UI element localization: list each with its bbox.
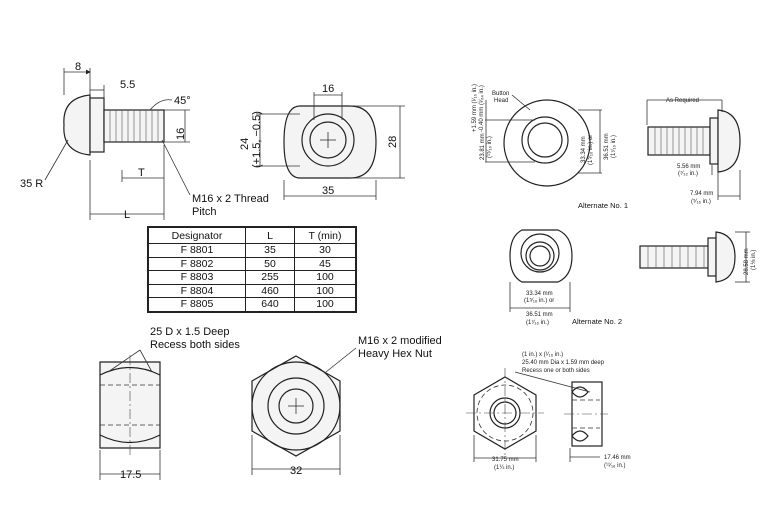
alt1-dim-outer-a-line2: (1⁵⁄₁₆ in.) or — [587, 135, 594, 165]
cell-designator: F 8801 — [147, 243, 246, 258]
alt2-dim-a-line1: 33.34 mm — [526, 291, 553, 297]
alt-nut-dim-front-line1: 31.75 mm — [492, 457, 519, 463]
thread-note-line2: Pitch — [192, 206, 216, 218]
thread-note-line1: M16 x 2 Thread — [192, 193, 269, 205]
cell-L: 640 — [245, 297, 295, 312]
alt-nut-note-line1: (1 in.) x (¹⁄₁₆ in.) — [522, 352, 563, 358]
alt2-dim-b-line1: 36.51 mm — [526, 312, 553, 318]
alt2-dim-head-line2: (1⅛ in.) — [751, 250, 757, 270]
cell-designator: F 8802 — [147, 256, 246, 271]
dim-washer-width: 35 — [322, 185, 334, 197]
alt1-button-head-line1: Button — [492, 91, 509, 97]
nut-note-line2: Heavy Hex Nut — [358, 348, 432, 360]
cell-L: 50 — [245, 256, 295, 271]
dim-angle: 45° — [174, 95, 191, 107]
alt1-dim-outer-b-line2: (1⁷⁄₁₆ in.) — [610, 135, 617, 158]
recess-note-line2: Recess both sides — [150, 339, 240, 351]
alt1-dim-inner-line1: 23.81 mm — [480, 133, 486, 160]
alternate-2-drawing: 33.34 mm (1⁵⁄₁₆ in.) or 36.51 mm (1⁷⁄₁₆ … — [509, 229, 757, 326]
dim-nut-width: 32 — [290, 465, 302, 477]
dim-radius: 35 R — [20, 178, 43, 190]
header-L: L — [245, 226, 295, 244]
alt1-dim-head-line1: 7.94 mm — [690, 191, 713, 197]
left-nut-front-drawing: M16 x 2 modified Heavy Hex Nut 32 — [251, 335, 442, 477]
left-washer-drawing: 16 24 (+1.5, −0.5) 28 35 — [239, 83, 405, 200]
alt1-as-required: As Required — [666, 98, 699, 104]
alt-nut-note-line2: 25.40 mm Dia x 1.59 mm deep — [522, 360, 605, 366]
alt2-dim-head-line1: 28.58 mm — [744, 248, 750, 275]
alt2-caption: Alternate No. 2 — [572, 317, 622, 326]
cell-L: 255 — [245, 270, 295, 285]
alt1-dim-head-line2: (⁵⁄₁₆ in.) — [691, 198, 711, 205]
alt1-tolerance-line2: -0.40 mm (¹⁄₆₄ in.) — [479, 85, 485, 132]
dim-T: T — [138, 167, 145, 179]
dim-diameter: 16 — [175, 128, 187, 140]
left-bolt-drawing: 8 5.5 45° 16 35 R T L M16 x 2 Thread Pit… — [20, 61, 269, 221]
alt1-dim-shoulder-line1: 5.56 mm — [677, 164, 700, 170]
alt1-dim-outer-b-line1: 36.51 mm — [604, 133, 610, 160]
dim-washer-slot-tolerance: (+1.5, −0.5) — [251, 111, 263, 168]
dim-washer-hole: 16 — [322, 83, 334, 95]
alt1-tolerance-line1: +1.59 mm (¹⁄₁₆ in.) — [472, 84, 478, 132]
dim-washer-height: 28 — [387, 136, 399, 148]
alt-nut-dim-front-line2: (1¼ in.) — [494, 465, 514, 471]
alternate-nut-drawing: (1 in.) x (¹⁄₁₆ in.) 25.40 mm Dia x 1.59… — [466, 352, 631, 471]
alternate-1-drawing: +1.59 mm (¹⁄₁₆ in.) -0.40 mm (¹⁄₆₄ in.) … — [472, 84, 741, 210]
nut-note-line1: M16 x 2 modified — [358, 335, 442, 347]
dim-shoulder: 5.5 — [120, 79, 135, 91]
alt2-dim-b-line2: (1⁷⁄₁₆ in.) — [526, 319, 549, 326]
alt1-button-head-line2: Head — [494, 98, 508, 104]
cell-T: 100 — [294, 297, 357, 312]
cell-designator: F 8804 — [147, 283, 246, 298]
left-nut-side-drawing: 25 D x 1.5 Deep Recess both sides 17.5 — [99, 326, 240, 481]
cell-T: 30 — [294, 243, 357, 258]
alt1-caption: Alternate No. 1 — [578, 201, 628, 210]
alt1-dim-inner-line2: (¹⁵⁄₁₆ in.) — [486, 136, 493, 158]
cell-L: 460 — [245, 283, 295, 298]
alt1-dim-shoulder-line2: (⁷⁄₃₂ in.) — [678, 170, 698, 177]
dim-head-thickness: 8 — [75, 61, 81, 73]
alt1-dim-outer-a-line1: 33.34 mm — [581, 136, 587, 163]
header-designator: Designator — [147, 226, 246, 244]
recess-note-line1: 25 D x 1.5 Deep — [150, 326, 230, 338]
alt-nut-dim-side-line2: (¹¹⁄₁₆ in.) — [604, 463, 625, 469]
header-T: T (min) — [294, 226, 357, 244]
cell-T: 45 — [294, 256, 357, 271]
dim-L: L — [124, 209, 130, 221]
dim-nut-thickness: 17.5 — [120, 469, 141, 481]
alt2-dim-a-line2: (1⁵⁄₁₆ in.) or — [524, 297, 554, 304]
cell-designator: F 8803 — [147, 270, 246, 285]
cell-T: 100 — [294, 270, 357, 285]
cell-designator: F 8805 — [147, 297, 246, 312]
alt-nut-dim-side-line1: 17.46 mm — [604, 455, 631, 461]
cell-T: 100 — [294, 283, 357, 298]
alt-nut-note-line3: Recess one or both sides — [522, 368, 590, 374]
dim-washer-slot: 24 — [239, 138, 251, 150]
table-header-row: Designator L T (min) — [147, 226, 357, 244]
cell-L: 35 — [245, 243, 295, 258]
